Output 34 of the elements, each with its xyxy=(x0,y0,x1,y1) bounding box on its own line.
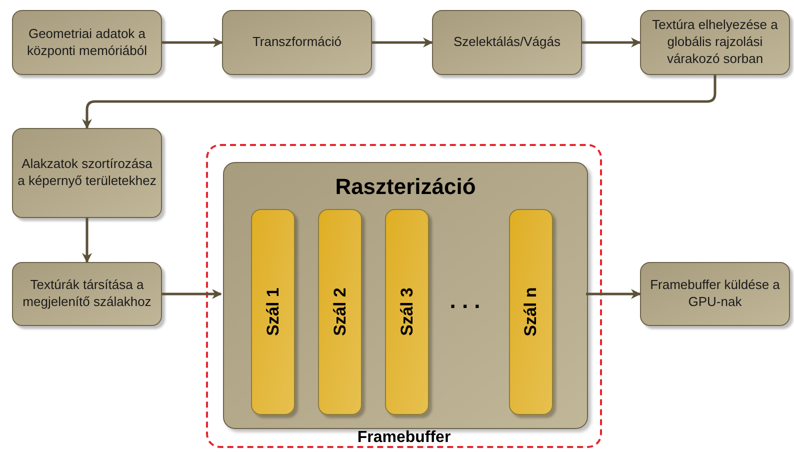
arrow xyxy=(582,38,641,48)
box-label: Geometriai adatok a központi memóriából xyxy=(26,26,148,60)
ellipsis-label: . . . xyxy=(448,287,482,315)
thread-bar xyxy=(385,209,429,415)
arrow xyxy=(82,75,716,129)
region-title: Framebuffer xyxy=(357,428,451,448)
arrow xyxy=(162,289,222,299)
box-label: Transzformáció xyxy=(252,34,342,51)
arrow xyxy=(372,38,433,48)
thread-label: Szál 1 xyxy=(262,288,284,336)
process-box xyxy=(12,262,162,326)
process-box xyxy=(432,10,582,75)
process-box xyxy=(12,128,162,218)
box-label: Alakzatok szortírozása a képernyő területekhez xyxy=(17,156,157,190)
arrow xyxy=(162,38,223,48)
thread-bar xyxy=(318,209,362,415)
dashed-region xyxy=(206,144,602,448)
thread-label: Szál 3 xyxy=(396,288,418,336)
box-label: Textúra elhelyezése a globális rajzolási várakozó sorban xyxy=(651,17,779,68)
thread-bar xyxy=(509,209,553,415)
box-label: Textúrák társítása a megjelenítő szálakhoz xyxy=(22,277,152,311)
process-box xyxy=(640,262,790,326)
thread-label: Szál n xyxy=(520,287,542,337)
process-box xyxy=(640,10,790,75)
arrow xyxy=(82,218,92,263)
thread-label: Szál 2 xyxy=(329,288,350,336)
process-box xyxy=(12,10,162,75)
arrow xyxy=(586,289,641,299)
process-box xyxy=(222,10,372,75)
box-label: Framebuffer küldése a GPU-nak xyxy=(649,277,781,311)
group-title: Raszterizáció xyxy=(335,173,476,200)
thread-bar xyxy=(251,209,295,415)
box-label: Szelektálás/Vágás xyxy=(454,34,560,51)
group-box xyxy=(223,162,588,429)
